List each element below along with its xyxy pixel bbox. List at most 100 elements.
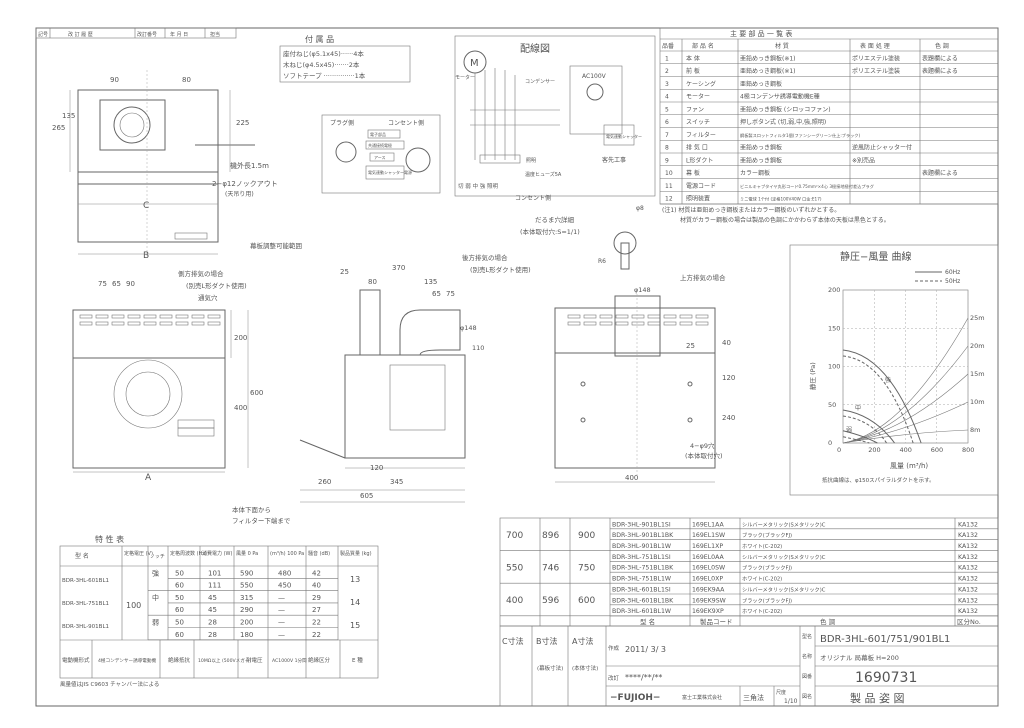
accessory-item-2: 木ねじ(φ4.5x45)·······2本 [283, 60, 360, 69]
model-name: BDR-3HL-601BL1SI [612, 587, 671, 594]
vent-slot [615, 314, 629, 319]
pq-fan-curve-50 [842, 436, 870, 444]
spec-table: 特 性 表 型 名 定格電圧 (V) ノッチ 定格周波数 (Hz) 消費電力 (… [59, 534, 379, 688]
accessory-item-3: ソフトテープ ···············1本 [283, 71, 366, 80]
detail-sub: (本体取付穴:S=1/1) [520, 227, 580, 236]
accessory-list: 付 属 品 座付ねじ(φ5.1x45)······4本 木ねじ(φ4.5x45)… [279, 34, 411, 83]
spec-cell-5-1: 60 [175, 631, 184, 639]
parts-cell-6-1: フィルター [686, 131, 716, 139]
pq-ytick: 100 [828, 363, 840, 371]
detail-title: だるま穴詳細 [535, 215, 575, 224]
model-color: ホワイト(C-202) [742, 576, 782, 583]
pq-ytick: 0 [828, 439, 832, 447]
vent-slot [679, 321, 693, 326]
pq-resistance-curve [842, 317, 969, 444]
motor-row-cell-0: 電動機形式 [62, 656, 90, 664]
vent-slot [647, 321, 661, 326]
model-class: KA132 [958, 554, 978, 561]
parts-cell-6-0: 7 [665, 132, 669, 139]
dim-rear-phi148: φ148 [634, 286, 651, 294]
bottom-note-1: 本体下面から [232, 505, 271, 514]
rev-col-2: 改訂番号 [137, 31, 157, 38]
pq-notch-weak: 弱 [846, 427, 852, 434]
plug-item-1: 電子部品 [370, 131, 386, 137]
vent-slot [583, 314, 597, 319]
parts-cell-5-2: 押しボタン式 (切,弱,中,強,照明) [740, 118, 826, 126]
vent-slot [95, 314, 109, 319]
spec-cell-1-3: 550 [240, 582, 253, 590]
parts-cell-10-0: 11 [665, 183, 673, 190]
spec-cell-2-4: — [278, 594, 285, 602]
spec-cell-5-4: — [278, 631, 285, 639]
parts-cell-0-4: 表題欄による [922, 54, 958, 62]
dim-side-65: 65 [432, 290, 441, 298]
dim-side-phi148: φ148 [460, 324, 477, 332]
tb-company-sub: 富士工業株式会社 [682, 694, 722, 701]
pq-duct-label: 15m [970, 370, 985, 378]
terminal-label: 切 弱 中 強 照明 [458, 182, 498, 190]
spec-model-1: BDR-3HL-601BL1 [62, 578, 109, 584]
parts-cell-1-4: 表題欄による [922, 67, 958, 75]
capacitor-label: コンデンサー [525, 78, 555, 85]
tb-c-sub: (幕板寸法) [537, 664, 563, 672]
motor-row-cell-3: 10MΩ以上 (500Vメガー) [198, 657, 251, 664]
motor-row-cell-4: 耐電圧 [246, 656, 263, 664]
pq-fan-curve [842, 349, 922, 444]
parts-cell-1-2: 亜鉛めっき鋼板(※1) [740, 67, 796, 75]
motor-row-cell-2: 絶縁抵抗 [168, 656, 191, 664]
dim-front-a: A [145, 473, 152, 483]
parts-cell-10-1: 電源コード [686, 182, 716, 190]
tb-rev-label: 改訂 [608, 674, 620, 682]
model-class: KA132 [958, 597, 978, 604]
dim-front-600: 600 [250, 389, 263, 397]
pq-resistance-curve [842, 345, 969, 444]
fuse-label: 温度ヒューズ5A [525, 171, 562, 178]
model-name: BDR-3HL-751BL1BK [612, 565, 674, 572]
dim-label-c: C [143, 201, 149, 211]
model-color: シルバーメタリック(Sメタリック)C [742, 586, 826, 594]
spec-cell-0-1: 50 [175, 569, 184, 577]
parts-cell-3-2: 4極コンデンサ誘導電動機E種 [740, 93, 820, 101]
parts-cell-5-0: 6 [665, 119, 669, 126]
plug-item-4: 電気連動シャッター電源 [368, 169, 412, 175]
rev-col-3: 年 月 日 [170, 31, 188, 38]
spec-h-model: 型 名 [75, 552, 89, 560]
spec-weight-2: 14 [350, 598, 360, 607]
side-view: 幕板調整可能範囲 後方排気の場合 (別売L形ダクト使用) 25 370 80 1… [232, 241, 531, 525]
vent-slot [599, 321, 613, 326]
dim-rear-240: 240 [722, 414, 735, 422]
pq-notch-strong: 強 [885, 376, 891, 384]
pq-ytick: 200 [828, 286, 840, 294]
pq-xtick: 0 [837, 446, 841, 454]
vent-slot [127, 321, 141, 326]
model-code: 169EL1AA [692, 521, 725, 528]
vent-slot [647, 314, 661, 319]
parts-cell-9-1: 幕 板 [686, 169, 700, 177]
parts-cell-1-0: 2 [665, 68, 669, 75]
motor-row-cell-7: E 種 [352, 656, 363, 664]
model-code: 169EL0SW [692, 565, 725, 572]
spec-cell-0-0: 強 [152, 569, 159, 577]
main-parts-title: 主 要 部 品 一 覧 表 [730, 29, 792, 38]
pq-resistance-curve [842, 373, 969, 444]
dim-rear-120: 120 [722, 374, 735, 382]
vent-slot [679, 314, 693, 319]
parts-cell-1-1: 前 板 [686, 67, 700, 75]
model-c-0: 700 [506, 531, 523, 541]
spec-h-flow100: (m³/h) 100 Pa [270, 551, 304, 557]
model-name: BDR-3HL-751BL1W [612, 576, 671, 583]
dim-front-400: 400 [234, 404, 247, 412]
rear-view: 上方排気の場合 φ148 40 25 120 240 400 4−φ9穴 (本体… [554, 273, 735, 483]
spec-cell-2-5: 29 [312, 594, 321, 602]
vent-slot [615, 321, 629, 326]
dim-top-265: 265 [52, 124, 65, 132]
parts-cell-11-0: 12 [665, 196, 673, 203]
parts-cell-8-1: L形ダクト [686, 156, 713, 164]
model-b-0: 896 [542, 531, 559, 541]
spec-cell-3-4: — [278, 606, 285, 614]
pq-notch-mid: 中 [855, 404, 861, 412]
model-color: ホワイト(C-202) [742, 608, 782, 615]
